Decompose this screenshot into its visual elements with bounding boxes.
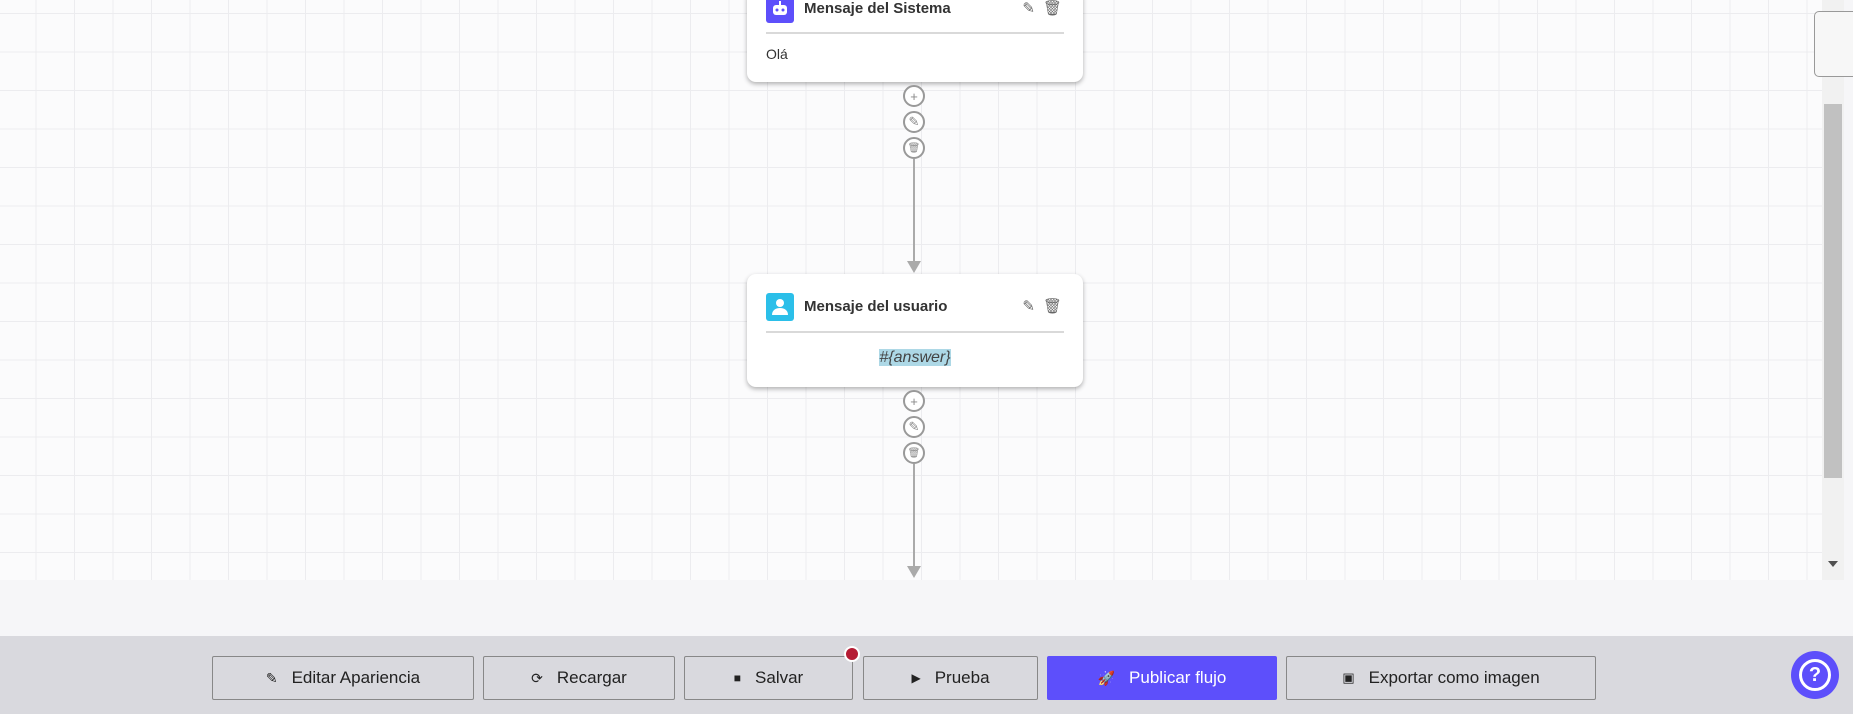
rocket-icon: 🚀 xyxy=(1097,669,1116,686)
button-label: Salvar xyxy=(755,668,804,687)
trash-icon: 🗑 xyxy=(907,447,921,459)
export-image-button[interactable]: ▣ Exportar como imagen xyxy=(1286,656,1596,700)
plus-icon: + xyxy=(910,88,918,104)
trash-icon[interactable]: 🗑 xyxy=(1042,0,1062,17)
button-label: Editar Apariencia xyxy=(291,668,421,687)
connection-line xyxy=(913,159,915,263)
image-icon: ▣ xyxy=(1342,670,1355,685)
arrow-head xyxy=(907,261,921,273)
help-button[interactable]: ? xyxy=(1791,651,1839,699)
play-icon: ▶ xyxy=(911,671,921,685)
node-title: Mensaje del Sistema xyxy=(804,0,951,17)
node-content: Olá xyxy=(766,46,788,62)
connection-line xyxy=(913,464,915,568)
scrollbar-thumb[interactable] xyxy=(1824,104,1842,478)
button-label: Recargar xyxy=(556,668,627,687)
edit-icon: ✎ xyxy=(265,669,278,686)
edit-connection-button[interactable]: ✎ xyxy=(903,416,925,438)
save-button[interactable]: ■ Salvar xyxy=(684,656,853,700)
node-system-message[interactable]: Mensaje del Sistema ✎ 🗑 Olá xyxy=(747,0,1083,82)
pencil-icon[interactable]: ✎ xyxy=(1022,0,1035,17)
robot-icon xyxy=(766,0,794,23)
pencil-icon[interactable]: ✎ xyxy=(1022,298,1035,315)
arrow-head xyxy=(907,566,921,578)
refresh-icon: ⟳ xyxy=(531,669,543,686)
node-user-message[interactable]: Mensaje del usuario ✎ 🗑 #{answer} xyxy=(747,274,1083,387)
plus-icon: + xyxy=(910,393,918,409)
trash-icon: 🗑 xyxy=(907,142,921,154)
unsaved-changes-indicator xyxy=(844,646,860,662)
button-label: Prueba xyxy=(934,668,990,687)
button-label: Publicar flujo xyxy=(1129,668,1227,687)
add-node-button[interactable]: + xyxy=(903,390,925,412)
publish-flow-button[interactable]: 🚀 Publicar flujo xyxy=(1047,656,1277,700)
edit-appearance-button[interactable]: ✎ Editar Apariencia xyxy=(212,656,474,700)
button-label: Exportar como imagen xyxy=(1368,668,1540,687)
save-icon: ■ xyxy=(733,671,742,685)
pencil-icon: ✎ xyxy=(908,419,920,434)
node-content-variable: #{answer} xyxy=(879,349,951,366)
scroll-down-arrow-icon[interactable] xyxy=(1828,561,1838,567)
bottom-toolbar: ✎ Editar Apariencia ⟳ Recargar ■ Salvar … xyxy=(0,636,1853,714)
test-button[interactable]: ▶ Prueba xyxy=(863,656,1038,700)
side-panel-edge[interactable] xyxy=(1814,11,1853,77)
user-icon xyxy=(766,293,794,321)
reload-button[interactable]: ⟳ Recargar xyxy=(483,656,675,700)
question-icon: ? xyxy=(1799,659,1831,691)
trash-icon[interactable]: 🗑 xyxy=(1042,298,1062,315)
delete-connection-button[interactable]: 🗑 xyxy=(903,442,925,464)
vertical-scrollbar[interactable] xyxy=(1822,0,1844,580)
pencil-icon: ✎ xyxy=(908,114,920,129)
add-node-button[interactable]: + xyxy=(903,85,925,107)
delete-connection-button[interactable]: 🗑 xyxy=(903,137,925,159)
edit-connection-button[interactable]: ✎ xyxy=(903,111,925,133)
node-title: Mensaje del usuario xyxy=(804,298,948,315)
